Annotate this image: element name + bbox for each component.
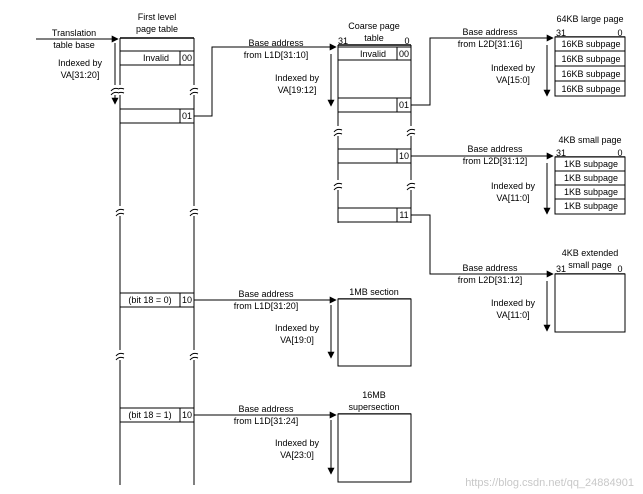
section-box bbox=[337, 298, 412, 367]
first-level-section-prefix: (bit 18 = 0) bbox=[128, 295, 171, 305]
coarse-base-label-2: from L1D[31:10] bbox=[244, 50, 309, 60]
small-base-label-1: Base address bbox=[467, 144, 523, 154]
large-index-label-1: Indexed by bbox=[491, 63, 536, 73]
ttb-label-2: table base bbox=[53, 40, 95, 50]
ext-base-label-2: from L2D[31:12] bbox=[458, 275, 523, 285]
ext-index-label-2: VA[11:0] bbox=[496, 310, 529, 320]
large-subpage: 16KB subpage bbox=[561, 69, 620, 79]
first-level-invalid-label: Invalid bbox=[143, 53, 169, 63]
small-subpage: 1KB subpage bbox=[564, 201, 618, 211]
large-base-label-2: from L2D[31:16] bbox=[458, 39, 523, 49]
first-level-section-code: 10 bbox=[182, 295, 192, 305]
supersection-base-label-2: from L1D[31:24] bbox=[234, 416, 299, 426]
ext-bit-high: 31 bbox=[556, 264, 566, 274]
coarse-base-label-1: Base address bbox=[248, 38, 304, 48]
coarse-large-code: 01 bbox=[399, 100, 409, 110]
first-level-break-marks bbox=[115, 85, 199, 361]
small-page: 4KB small page 31 0 1KB subpage 1KB subp… bbox=[411, 135, 626, 215]
large-bit-low: 0 bbox=[617, 28, 622, 38]
first-level-title-1: First level bbox=[138, 12, 177, 22]
large-bit-high: 31 bbox=[556, 28, 566, 38]
small-subpage: 1KB subpage bbox=[564, 173, 618, 183]
supersection-title-2: supersection bbox=[348, 402, 399, 412]
section: 1MB section Base address from L1D[31:20]… bbox=[194, 287, 412, 367]
coarse-base-arrow bbox=[194, 43, 337, 117]
coarse-invalid-label: Invalid bbox=[360, 49, 386, 59]
large-index-label-2: VA[15:0] bbox=[496, 75, 530, 85]
ext-index-label-1: Indexed by bbox=[491, 298, 536, 308]
small-subpage: 1KB subpage bbox=[564, 159, 618, 169]
first-level-invalid-row bbox=[119, 50, 195, 66]
first-level-coarse-code: 01 bbox=[182, 111, 192, 121]
large-subpage: 16KB subpage bbox=[561, 84, 620, 94]
ttb-label-1: Translation bbox=[52, 28, 96, 38]
small-index-label-1: Indexed by bbox=[491, 181, 536, 191]
extended-small-page: 4KB extended small page 31 0 Base addres… bbox=[411, 214, 626, 333]
first-level-table: First level page table Invalid 00 01 (bi… bbox=[115, 12, 199, 485]
first-level-invalid-code: 00 bbox=[182, 53, 192, 63]
section-index-label-2: VA[19:0] bbox=[280, 335, 314, 345]
supersection-index-label-1: Indexed by bbox=[275, 438, 320, 448]
ext-title-2: small page bbox=[568, 260, 612, 270]
small-index-label-2: VA[11:0] bbox=[496, 193, 529, 203]
first-level-title-2: page table bbox=[136, 24, 178, 34]
coarse-small-code: 10 bbox=[399, 151, 409, 161]
large-subpage: 16KB subpage bbox=[561, 54, 620, 64]
section-base-label-1: Base address bbox=[238, 289, 294, 299]
coarse-bit-high: 31 bbox=[338, 36, 348, 46]
section-base-label-2: from L1D[31:20] bbox=[234, 301, 299, 311]
coarse-break-marks bbox=[333, 126, 416, 191]
large-subpage: 16KB subpage bbox=[561, 39, 620, 49]
large-base-label-1: Base address bbox=[462, 27, 518, 37]
small-bit-low: 0 bbox=[617, 148, 622, 158]
ext-base-arrow bbox=[411, 214, 554, 278]
first-level-supersection-code: 10 bbox=[182, 410, 192, 420]
fl-index-label-1: Indexed by bbox=[58, 58, 103, 68]
first-level-supersection-prefix: (bit 18 = 1) bbox=[128, 410, 171, 420]
large-page-title: 64KB large page bbox=[556, 14, 623, 24]
translation-table-base: Translation table base Indexed by VA[31:… bbox=[36, 28, 120, 105]
fl-index-label-2: VA[31:20] bbox=[61, 70, 100, 80]
ext-page-box bbox=[554, 273, 626, 333]
small-subpage: 1KB subpage bbox=[564, 187, 618, 197]
coarse-invalid-code: 00 bbox=[399, 49, 409, 59]
coarse-index-label-2: VA[19:12] bbox=[278, 85, 317, 95]
small-base-label-2: from L2D[31:12] bbox=[463, 156, 528, 166]
ext-base-label-1: Base address bbox=[462, 263, 518, 273]
supersection-base-label-1: Base address bbox=[238, 404, 294, 414]
coarse-index-label-1: Indexed by bbox=[275, 73, 320, 83]
coarse-invalid-row bbox=[337, 46, 412, 61]
ext-bit-low: 0 bbox=[617, 264, 622, 274]
section-title: 1MB section bbox=[349, 287, 399, 297]
coarse-bit-low: 0 bbox=[404, 36, 409, 46]
watermark-text: https://blog.csdn.net/qq_24884901 bbox=[465, 477, 634, 489]
ext-title-1: 4KB extended bbox=[562, 248, 619, 258]
coarse-page-table: Coarse page table 31 0 Invalid 00 01 10 … bbox=[194, 21, 416, 223]
supersection-index-label-2: VA[23:0] bbox=[280, 450, 314, 460]
supersection-box bbox=[337, 413, 412, 483]
small-bit-high: 31 bbox=[556, 148, 566, 158]
coarse-ext-code: 11 bbox=[399, 210, 408, 220]
supersection: 16MB supersection Base address from L1D[… bbox=[194, 390, 412, 483]
coarse-title-2: table bbox=[364, 33, 384, 43]
section-index-label-1: Indexed by bbox=[275, 323, 320, 333]
small-page-title: 4KB small page bbox=[558, 135, 621, 145]
large-base-arrow bbox=[411, 34, 554, 106]
supersection-title-1: 16MB bbox=[362, 390, 386, 400]
coarse-title-1: Coarse page bbox=[348, 21, 400, 31]
large-page: 64KB large page 31 0 16KB subpage 16KB s… bbox=[411, 14, 626, 106]
